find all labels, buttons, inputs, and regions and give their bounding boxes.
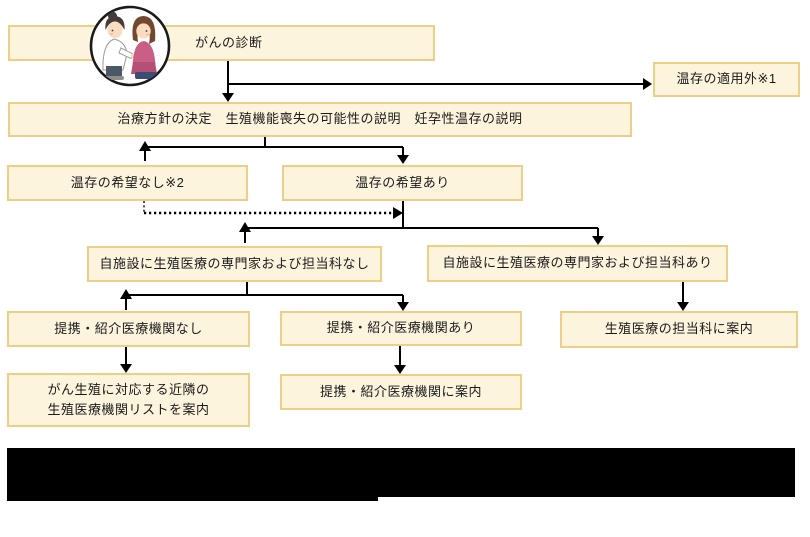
arrow-split-to-no-partner [120,289,132,310]
node-cancer-diagnosis: がんの診断 [8,25,435,61]
list-guide-line2: 生殖医療機関リストを案内 [47,402,210,417]
node-partner-institution-guide: 提携・紹介医療機関に案内 [280,374,522,410]
doctor-patient-illustration [89,5,171,87]
dotted-arrow-no-wish-to-wish [143,201,403,219]
node-treatment-policy: 治療方針の決定 生殖機能喪失の可能性の説明 妊孕性温存の説明 [8,102,632,137]
node-preservation-wish: 温存の希望あり [282,165,523,201]
node-no-preservation-wish: 温存の希望なし※2 [7,165,248,201]
illustration-circle-frame [89,5,171,87]
arrow-split-to-partner [397,295,409,311]
node-reproductive-dept-guide: 生殖医療の担当科に案内 [560,311,798,348]
redacted-footnote-bar-left [7,448,378,501]
arrow-diagnosis-to-policy [222,60,234,102]
patient-figure [131,16,157,79]
node-partner-institution: 提携・紹介医療機関あり [280,311,522,346]
node-nearby-institution-list-guide: がん生殖に対応する近隣の 生殖医療機関リストを案内 [7,373,250,427]
connector-wish-split [245,201,598,229]
redacted-footnote-bar-right [378,448,795,497]
arrow-split-to-no-wish [139,141,151,161]
arrow-diagnosis-to-exclusion [228,78,652,90]
node-no-partner-institution: 提携・紹介医療機関なし [7,311,250,347]
arrow-partner-to-guide [394,346,406,374]
node-no-in-house-specialist: 自施設に生殖医療の専門家および担当科なし [87,246,382,282]
arrow-split-to-wish [397,147,409,164]
connector-policy-split [145,136,403,148]
connector-no-specialist-split [126,282,403,296]
list-guide-line1: がん生殖に対応する近隣の [47,381,210,397]
node-preservation-exclusion: 温存の適用外※1 [653,62,800,97]
arrow-specialist-to-dept [677,282,689,311]
arrow-split-to-no-specialist [239,222,251,243]
arrow-split-to-specialist [592,228,604,245]
node-in-house-specialist: 自施設に生殖医療の専門家および担当科あり [427,245,728,282]
arrow-no-partner-to-list [120,347,132,373]
